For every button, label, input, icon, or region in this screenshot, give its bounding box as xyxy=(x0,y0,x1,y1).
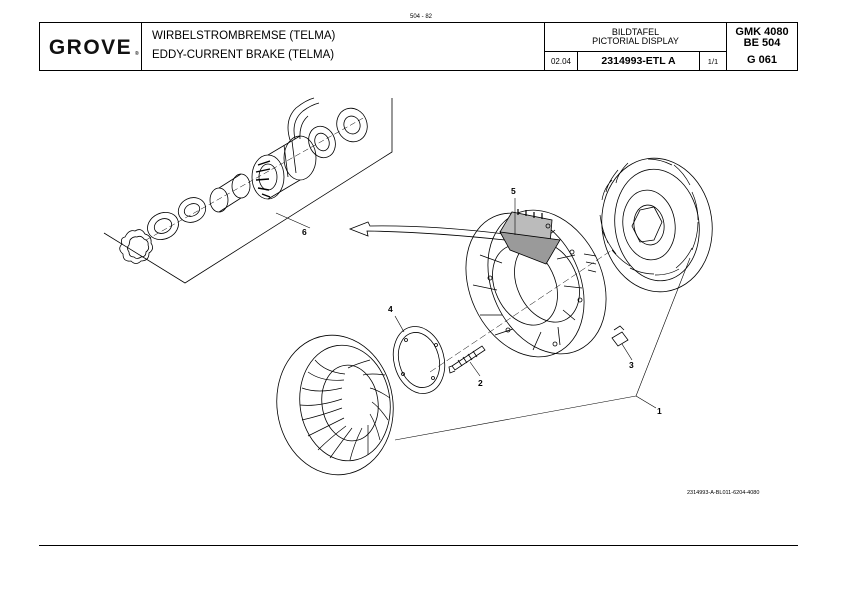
drawing-id: 2314993-A-BL011-6204-4080 xyxy=(687,490,760,496)
sensor xyxy=(611,325,629,347)
date-cell: 02.04 xyxy=(545,52,578,70)
page-number: 504 - 82 xyxy=(409,14,433,20)
coil-subassembly xyxy=(119,97,368,264)
title-cell: WIRBELSTROMBREMSE (TELMA) EDDY-CURRENT B… xyxy=(142,23,545,70)
callout-1: 1 xyxy=(657,406,662,416)
cable-leads xyxy=(287,97,320,141)
sleeve xyxy=(209,173,251,213)
leader-lines xyxy=(275,198,691,441)
washer-1 xyxy=(147,212,179,240)
model-name: GMK 4080 xyxy=(735,26,789,38)
coil xyxy=(251,135,317,200)
rotor-disc-left xyxy=(276,334,394,476)
logo-text: GROVE xyxy=(48,35,133,59)
callout-6: 6 xyxy=(302,227,307,237)
title-german: WIRBELSTROMBREMSE (TELMA) xyxy=(152,30,336,42)
registered-mark: ® xyxy=(134,50,141,57)
callout-4: 4 xyxy=(388,304,393,314)
pictorial-german: BILDTAFEL xyxy=(611,27,660,37)
exploded-arrow xyxy=(348,221,506,241)
seal-ring xyxy=(119,229,153,264)
drawing-number-cell: 2314993-ETL A xyxy=(578,52,700,70)
pictorial-display-cell: BILDTAFEL PICTORIAL DISPLAY xyxy=(545,23,727,52)
logo-cell: GROVE® xyxy=(40,23,142,70)
washer-4 xyxy=(336,107,368,143)
washer-3 xyxy=(308,125,336,159)
stud-bolt xyxy=(448,345,486,374)
pictorial-english: PICTORIAL DISPLAY xyxy=(592,36,679,46)
callout-5: 5 xyxy=(511,186,516,196)
callout-2: 2 xyxy=(478,378,483,388)
brake-stator xyxy=(465,209,607,358)
title-block: GROVE® WIRBELSTROMBREMSE (TELMA) EDDY-CU… xyxy=(39,22,798,71)
footer-rule xyxy=(39,545,798,546)
coil-subassembly-frame xyxy=(103,98,393,284)
washer-2 xyxy=(177,197,207,223)
sheet-cell: 1/1 xyxy=(700,52,727,70)
model-cell: GMK 4080 BE 504 G 061 xyxy=(727,23,797,70)
title-english: EDDY-CURRENT BRAKE (TELMA) xyxy=(152,49,335,61)
gasket-plate xyxy=(392,326,446,394)
rotor-disc-right xyxy=(599,157,713,293)
callout-3: 3 xyxy=(629,360,634,370)
grove-logo: GROVE® xyxy=(48,35,139,60)
group-code: BE 504 xyxy=(743,36,781,49)
page-code: G 061 xyxy=(747,54,777,66)
